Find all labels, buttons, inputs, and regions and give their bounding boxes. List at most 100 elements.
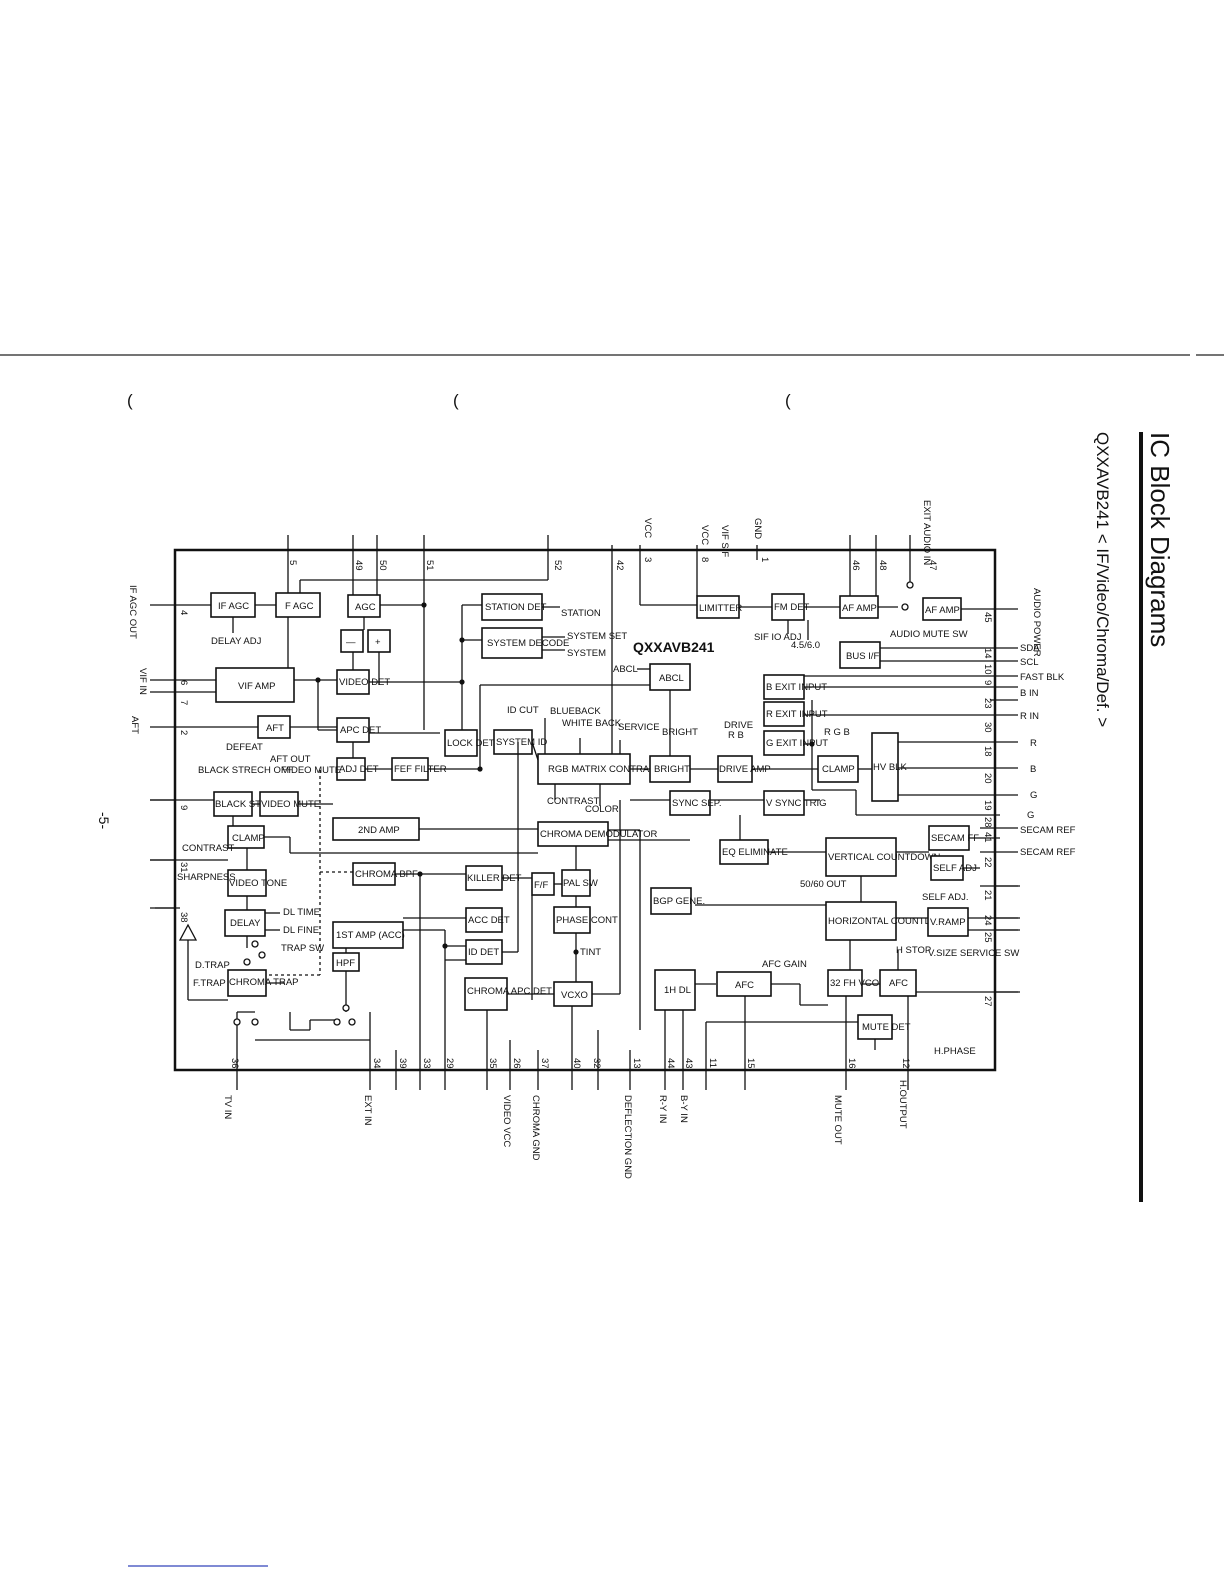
if-agc-label: IF AGC <box>218 601 249 612</box>
signal-mute-out: MUTE OUT <box>832 1095 843 1145</box>
pin-29: 29 <box>444 1058 455 1069</box>
ic-outline <box>173 548 997 1072</box>
pin-6: 6 <box>178 680 189 685</box>
pin-9-right: 9 <box>982 680 993 685</box>
vco-32fh-label: 32 FH VCO <box>830 978 879 989</box>
mute-det-block <box>857 1014 893 1040</box>
chroma-bpf-label: CHROMA BPF <box>355 869 418 880</box>
signal-vif-in: VIF IN <box>137 668 148 695</box>
signal-by-in: B-Y IN <box>678 1095 689 1123</box>
bgp-gene-block <box>650 887 692 915</box>
bus-if-block <box>839 641 881 669</box>
eq-eliminate-label: EQ ELIMINATE <box>722 847 788 858</box>
signal-b-in: B IN <box>1020 688 1039 699</box>
chroma-demod-block <box>537 821 609 847</box>
acc-det-label: ACC DET <box>468 915 510 926</box>
black-strech-off-label: BLACK STRECH OFF <box>198 765 293 776</box>
audio-mute-sw-label: AUDIO MUTE SW <box>890 629 968 640</box>
pin-48: 48 <box>877 560 888 571</box>
id-det-block <box>465 939 503 965</box>
signal-scl: SCL <box>1020 657 1038 668</box>
pin-43: 43 <box>683 1058 694 1069</box>
pin-32: 32 <box>591 1058 602 1069</box>
amp-1st-block <box>332 921 404 949</box>
f-trap-label: F.TRAP <box>193 978 226 989</box>
adj-det-label: ADJ DET <box>339 764 379 775</box>
system-id-block <box>493 729 533 755</box>
sync-sep-label: SYNC SEP. <box>672 798 721 809</box>
h-stop-label: H STOP <box>896 945 931 956</box>
color-label: COLOR <box>585 804 619 815</box>
pin-21: 21 <box>982 890 993 901</box>
signal-gnd: GND <box>752 518 763 539</box>
chroma-apc-det-label: CHROMA APC DET <box>467 986 552 997</box>
scan-mark: ( <box>785 391 791 410</box>
video-mute-label: VIDEO MUTE <box>261 799 320 810</box>
dl-time-label: DL TIME <box>283 907 320 918</box>
signal-fast-blk: FAST BLK <box>1020 672 1065 683</box>
limiter-label: LIMITTER <box>699 603 742 614</box>
pal-sw-block <box>561 869 591 897</box>
apc-det-label: APC DET <box>340 725 381 736</box>
pin-13: 13 <box>631 1058 642 1069</box>
rgb-label: R G B <box>824 727 850 738</box>
h-phase-label: H.PHASE <box>934 1046 976 1057</box>
pin-52: 52 <box>552 560 563 571</box>
chroma-trap-block <box>227 969 267 997</box>
abcl-in-label: ABCL <box>613 664 638 675</box>
video-det-block <box>336 669 370 695</box>
afc-label-1: AFC <box>735 980 754 991</box>
station-label: STATION <box>561 608 601 619</box>
rgb-matrix-block <box>537 753 631 785</box>
pin-2: 2 <box>178 730 189 735</box>
chroma-apc-det-block <box>464 977 508 1011</box>
pal-sw-label: PAL SW <box>563 878 598 889</box>
white-back-label: WHITE BACK <box>562 718 622 729</box>
pin-39: 39 <box>397 1058 408 1069</box>
video-tone-label: VIDEO TONE <box>229 878 287 889</box>
r-exit-block <box>763 701 805 727</box>
pin-18: 18 <box>982 746 993 757</box>
system-set-label: SYSTEM SET <box>567 631 627 642</box>
amp-2nd-label: 2ND AMP <box>358 825 400 836</box>
signal-audio-power: AUDIO POWER <box>1031 588 1042 657</box>
sync-sep-block <box>669 790 711 816</box>
signal-ry-in: R-Y IN <box>657 1095 668 1123</box>
fm-det-block <box>771 593 805 621</box>
dl-1h-block <box>654 969 696 1011</box>
video-det-label: VIDEO DET <box>339 677 390 688</box>
pin-35: 35 <box>487 1058 498 1069</box>
video-tone-block <box>227 869 267 897</box>
buffer-triangle <box>178 923 198 941</box>
dl-1h-label: 1H DL <box>664 985 691 996</box>
station-det-label: STATION DET <box>485 602 547 613</box>
fifty-sixty-label: 50/60 OUT <box>800 879 847 890</box>
system-decode-label: SYSTEM DECODE <box>487 638 569 649</box>
pin-27: 27 <box>982 996 993 1007</box>
defeat-label: DEFEAT <box>226 742 263 753</box>
signal-r-in: R IN <box>1020 711 1039 722</box>
pin-22: 22 <box>982 857 993 868</box>
pin-47: 47 <box>927 560 938 571</box>
amp-1st-label: 1ST AMP (ACC) <box>336 930 405 941</box>
aft-out-label: AFT OUT <box>270 754 311 765</box>
sharpness-label: SHARPNESS <box>177 872 236 883</box>
v-size-service-sw-label: V.SIZE SERVICE SW <box>928 948 1019 959</box>
pin-3: 3 <box>642 557 653 562</box>
secam-ff-block <box>928 825 970 851</box>
bright-label: BRIGHT <box>662 727 698 738</box>
tint-label: TINT <box>580 947 601 958</box>
trap-sw-label: TRAP SW <box>281 943 324 954</box>
contrast-label-2: CONTRAST <box>182 843 234 854</box>
fef-filter-label: FEF FILTER <box>394 764 447 775</box>
vertical-countdown-block <box>825 837 897 877</box>
b-exit-label: B EXIT INPUT <box>766 682 827 693</box>
hv-blk-block <box>871 732 899 802</box>
pin-40: 40 <box>571 1058 582 1069</box>
header: IC Block Diagrams <box>1145 432 1175 647</box>
afc-block-1 <box>716 971 772 997</box>
pin-34: 34 <box>371 1058 382 1069</box>
hv-blk-label: HV BLK <box>873 762 907 773</box>
drive-label: DRIVE <box>724 720 753 731</box>
secam-ff-label: SECAM FF <box>931 833 979 844</box>
